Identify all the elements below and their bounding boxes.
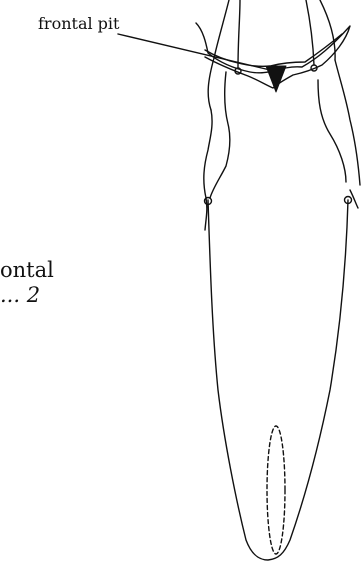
dashed-inner-structure	[267, 426, 285, 554]
left-seta-inner	[238, 0, 240, 68]
labrum-stem-outline	[208, 200, 348, 560]
right-seta-inner	[306, 0, 314, 65]
frontal-pit-mark	[266, 66, 286, 92]
right-lateral-outline	[335, 60, 360, 185]
right-seta-outer	[320, 0, 335, 60]
ridge-inner-line	[205, 34, 342, 66]
right-lateral-inner	[318, 80, 346, 182]
left-lateral-inner	[210, 72, 230, 198]
